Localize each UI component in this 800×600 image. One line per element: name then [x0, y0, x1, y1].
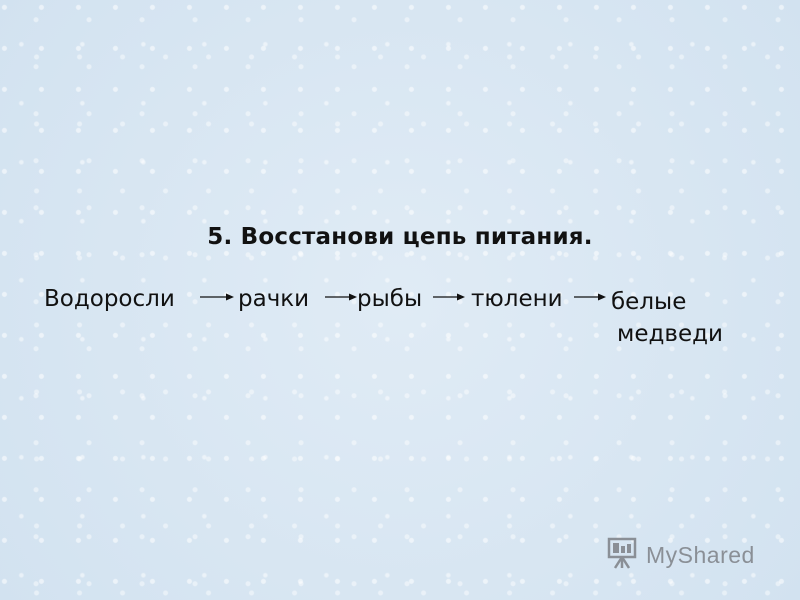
chain-item-polar-bears: белые медведи [611, 286, 723, 350]
arrow-right-icon [325, 292, 357, 302]
chain-item-fish: рыбы [357, 286, 423, 312]
watermark-logo: MyShared [606, 537, 755, 573]
polar-bears-line1: белые [611, 289, 687, 315]
task-title: 5. Восстанови цепь питания. [207, 224, 593, 250]
chain-item-algae: Водоросли [44, 286, 175, 312]
arrow-right-icon [433, 292, 465, 302]
chain-item-crustaceans: рачки [238, 286, 310, 312]
chain-item-seals: тюлени [471, 286, 563, 312]
projector-board-icon [606, 536, 640, 574]
arrow-right-icon [574, 292, 606, 302]
watermark-text: MyShared [646, 541, 755, 568]
polar-bears-line2: медведи [617, 321, 723, 347]
arrow-right-icon [200, 292, 234, 302]
